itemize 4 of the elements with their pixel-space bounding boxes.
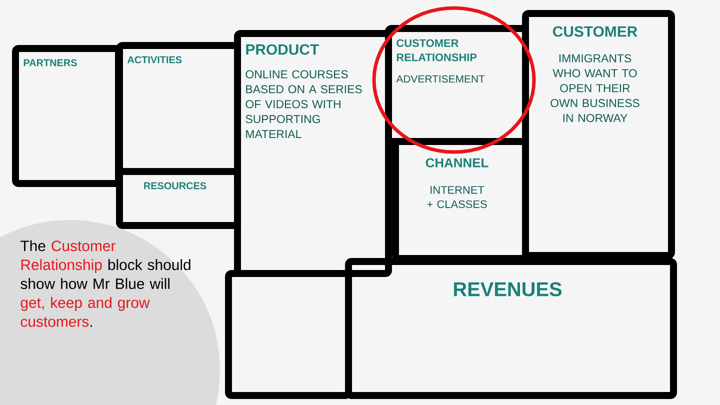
canvas-cell: REVENUES bbox=[345, 258, 677, 399]
canvas-cell: CUSTOMER IMMIGRANTS WHO WANT TO OPEN THEIR OWN BUSINESS IN NORWAY bbox=[522, 10, 675, 259]
canvas-cell: CUSTOMER RELATIONSHIP ADVERTISEMENT bbox=[385, 25, 529, 145]
canvas-cell: PRODUCT ONLINE COURSES BASED ON A SERIES OF VIDEOS WITH SUPPORTING MATERIAL bbox=[234, 30, 392, 277]
